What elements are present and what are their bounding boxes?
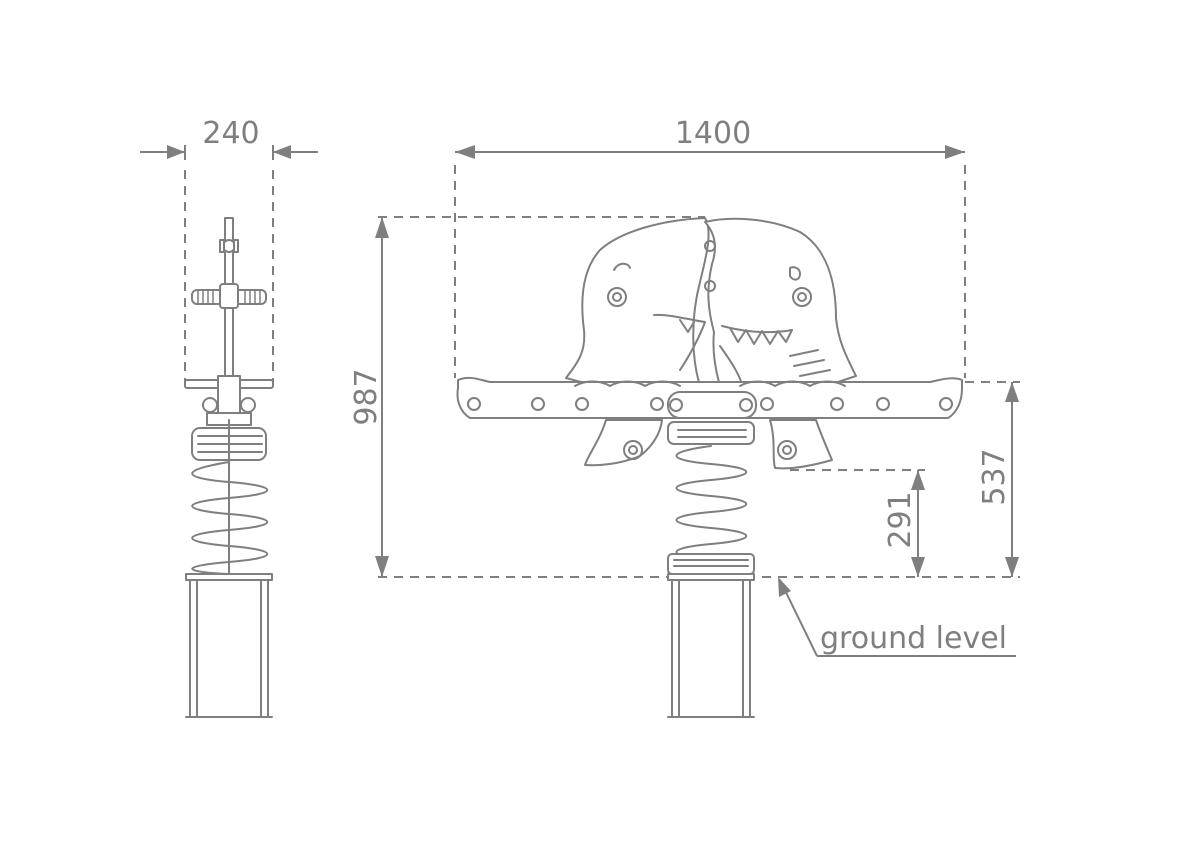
dimension-label-987: 987	[349, 368, 384, 425]
side-view-envelope	[184, 170, 274, 385]
side-handlebar	[191, 283, 267, 309]
dimension-label-240: 240	[202, 116, 259, 151]
left-shark	[565, 217, 710, 467]
side-spring	[191, 419, 268, 581]
front-view: 1400 987 537 291	[349, 116, 1020, 718]
ground-level-callout: ground level	[778, 577, 1016, 657]
dimension-label-1400: 1400	[675, 116, 751, 151]
dimension-seat-height: 537	[977, 382, 1019, 577]
front-base	[667, 573, 755, 718]
dimension-width-side: 240	[140, 116, 318, 160]
side-view: 240	[140, 116, 318, 718]
seat-bar	[456, 376, 963, 419]
dimension-label-291: 291	[883, 491, 918, 548]
right-shark	[704, 217, 857, 470]
ground-level-label: ground level	[820, 621, 1007, 656]
dimension-height-total: 987	[349, 217, 389, 577]
side-seat-plate	[184, 375, 274, 426]
dimension-label-537: 537	[977, 448, 1012, 505]
dimension-width-front: 1400	[455, 116, 965, 159]
dimension-foot-height: 291	[883, 470, 925, 577]
side-base	[185, 573, 273, 718]
front-spring	[667, 421, 755, 575]
